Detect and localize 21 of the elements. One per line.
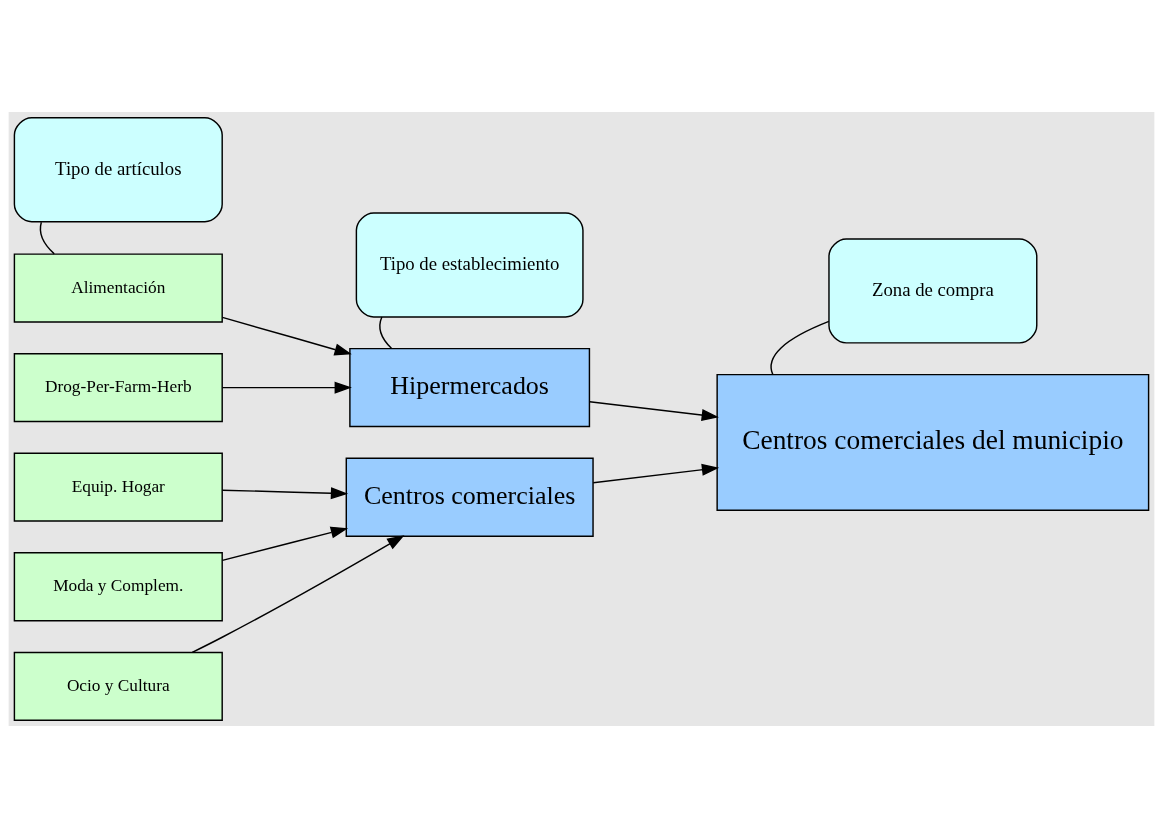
arrow [221,316,352,356]
node-box: Tipo de establecimiento [355,212,584,318]
node-box: Centros comerciales [345,457,594,537]
node-box: Zona de compra [828,238,1038,344]
node-box: Equip. Hogar [13,452,223,522]
arrow [191,535,405,654]
node-box: Moda y Complem. [13,552,223,622]
arrow [221,381,352,394]
connector [39,221,55,255]
arrow [221,487,349,500]
arrow [221,526,349,562]
arrow [592,463,720,484]
node-box: Alimentación [13,253,223,323]
node-box: Centros comerciales del municipio [716,373,1150,511]
connector [770,320,830,376]
connector [379,316,393,350]
node-box: Hipermercados [349,347,591,428]
node-box: Ocio y Cultura [13,651,223,721]
arrow [588,401,719,422]
node-box: Drog-Per-Farm-Herb [13,352,223,423]
node-box: Tipo de artículos [13,117,223,223]
